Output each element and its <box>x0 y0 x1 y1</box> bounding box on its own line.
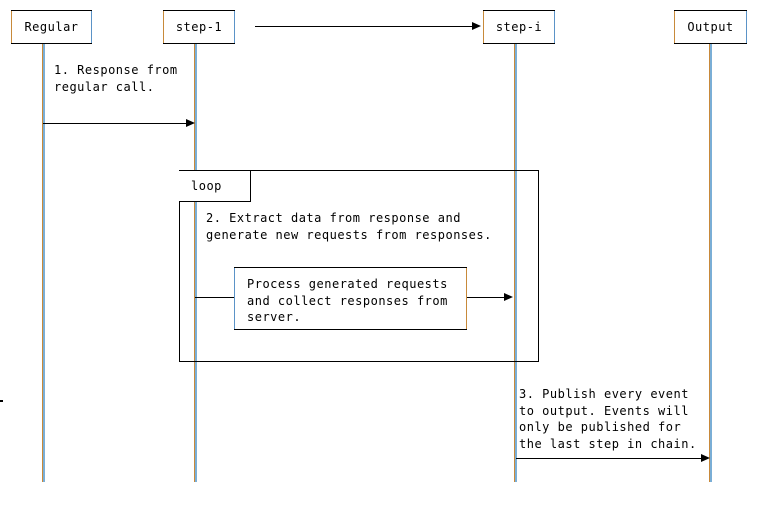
participant-regular[interactable]: Regular <box>11 10 92 44</box>
message-label-extract-data: 2. Extract data from response and genera… <box>206 211 492 242</box>
message-arrowhead-process-requests <box>504 292 513 301</box>
loop-label-text: loop <box>191 179 222 193</box>
note-process-generated-requests: Process generated requests and collect r… <box>234 267 467 330</box>
loop-fragment-label: loop <box>179 171 251 202</box>
lifeline-regular <box>42 44 45 482</box>
lifeline-step-i <box>514 44 517 482</box>
participant-label-output: Output <box>687 20 734 34</box>
message-arrowhead-regular-to-step1 <box>186 118 195 127</box>
participant-label-regular: Regular <box>24 20 79 34</box>
message-arrowhead-stepi-to-output <box>701 453 710 462</box>
lifeline-step-1 <box>194 44 197 482</box>
participant-output[interactable]: Output <box>674 10 747 44</box>
message-line-stepi-to-output <box>516 458 702 459</box>
participant-step-1[interactable]: step-1 <box>163 10 235 44</box>
message-line-step1-to-stepi-header <box>255 26 474 27</box>
participant-step-i[interactable]: step-i <box>483 10 555 44</box>
message-label-publish-every-event: 3. Publish every event to output. Events… <box>519 387 697 451</box>
lifeline-output <box>709 44 712 482</box>
participant-label-step-1: step-1 <box>175 20 223 34</box>
message-line-regular-to-step1 <box>43 123 187 124</box>
participant-label-step-i: step-i <box>495 20 543 34</box>
message-arrowhead-step1-to-stepi-header <box>472 21 481 30</box>
message-label-response-from-regular-call: 1. Response from regular call. <box>54 63 178 94</box>
loop-fragment <box>179 170 539 362</box>
left-edge-marker <box>0 400 3 402</box>
